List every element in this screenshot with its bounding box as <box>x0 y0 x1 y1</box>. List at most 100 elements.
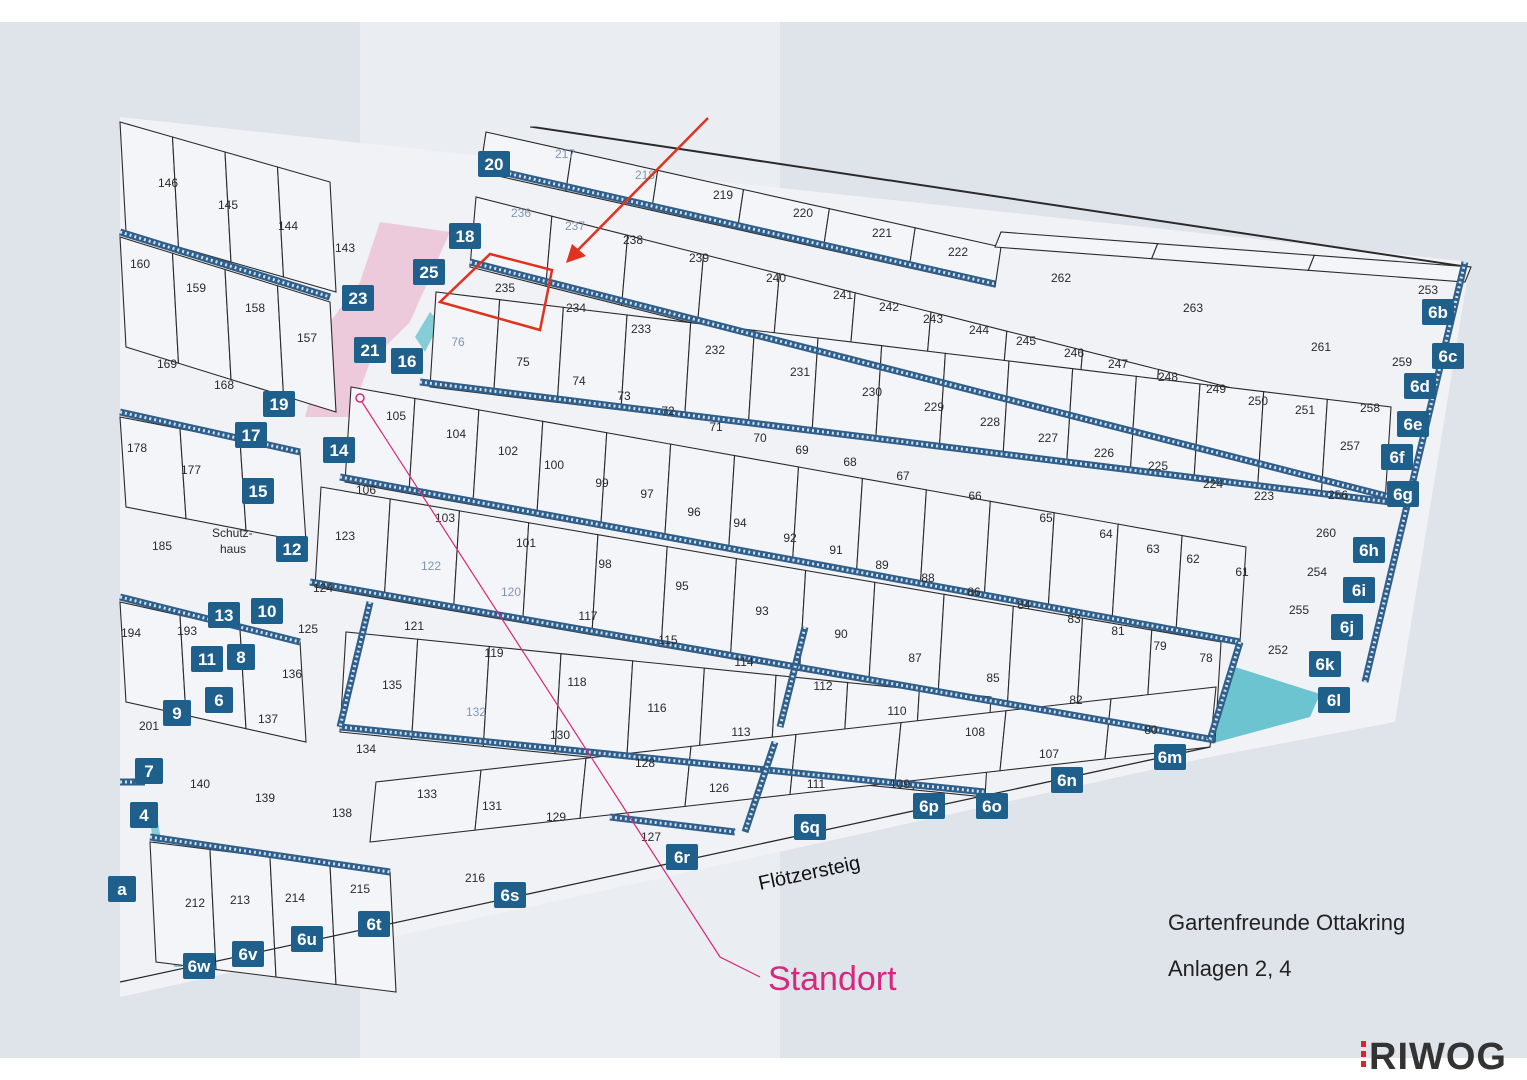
gate-label: 6t <box>366 915 381 934</box>
parcel-cell[interactable] <box>171 252 232 381</box>
gate-label: 20 <box>485 155 504 174</box>
gate-badge <box>163 700 191 726</box>
plot-number-label: 117 <box>578 609 597 623</box>
parcel-cell[interactable] <box>269 856 337 986</box>
parcel-cell[interactable] <box>1111 523 1183 632</box>
plot-number-label: 219 <box>713 188 733 202</box>
plot-number-label: 231 <box>790 365 810 379</box>
plot-number-label: 259 <box>1392 355 1412 369</box>
gate-label: 25 <box>420 263 439 282</box>
plot-number-label: 160 <box>130 257 150 271</box>
gate-label: 6q <box>800 818 820 837</box>
plot-number-label: 234 <box>566 301 586 315</box>
parcel-cell[interactable] <box>855 477 927 586</box>
plot-number-label: 178 <box>127 441 147 455</box>
path-hatch <box>1363 261 1467 683</box>
gate-badge <box>342 285 374 311</box>
gate-badge <box>1343 577 1375 603</box>
plot-number-label: 135 <box>382 678 402 692</box>
plot-number-label: 70 <box>753 431 767 445</box>
parcel-cell[interactable] <box>493 299 564 403</box>
parcel-cell[interactable] <box>554 653 634 762</box>
gate-badge <box>1404 373 1436 399</box>
parcel-cell[interactable] <box>727 454 800 563</box>
parcel-cell[interactable] <box>875 345 946 449</box>
plot-number-label: 100 <box>544 458 564 472</box>
gate-badge <box>323 437 355 463</box>
plot-number-label: 101 <box>516 536 536 550</box>
plot-number-label: 98 <box>598 557 612 571</box>
standort-leader-line <box>361 401 761 978</box>
gate-badge <box>666 844 698 870</box>
highlighted-plot-outline[interactable] <box>437 252 554 332</box>
plot-number-label: 127 <box>641 830 661 844</box>
highlight-arrow-line <box>573 117 709 255</box>
plot-number-label: 227 <box>1038 431 1058 445</box>
highlight-arrow-head <box>566 244 586 263</box>
parcel-cell[interactable] <box>474 757 587 831</box>
gate-label: 18 <box>456 227 475 246</box>
parcel-cell[interactable] <box>664 443 736 552</box>
plot-number-label: 239 <box>689 251 709 265</box>
parcel-cell[interactable] <box>276 166 337 293</box>
parcel-cell[interactable] <box>791 466 864 575</box>
plot-number-label: 220 <box>793 206 813 220</box>
parcel-cell[interactable] <box>276 284 337 413</box>
plot-number-label: 83 <box>1067 612 1081 626</box>
plot-number-label: 134 <box>356 742 376 756</box>
plot-number-label: 177 <box>181 463 201 477</box>
parcel-cell[interactable] <box>868 581 945 695</box>
parcel-cell[interactable] <box>119 236 180 365</box>
plot-number-label: 90 <box>834 627 848 641</box>
parcel-cell[interactable] <box>119 416 187 520</box>
plot-number-label: 168 <box>214 378 234 392</box>
parcel-cell[interactable] <box>1307 254 1472 283</box>
plot-number-label: 136 <box>282 667 302 681</box>
plot-number-label: 241 <box>833 288 853 302</box>
plot-number-label: 123 <box>335 529 355 543</box>
plot-number-label: 85 <box>986 671 1000 685</box>
plot-number-label: 242 <box>879 300 899 314</box>
parcel-cell[interactable] <box>369 769 482 843</box>
gate-badge <box>1318 687 1350 713</box>
parcel-cell[interactable] <box>938 352 1010 457</box>
gate-badge <box>205 687 233 713</box>
gate-badge <box>276 536 308 562</box>
parcel-cell[interactable] <box>224 151 285 278</box>
gate-label: 12 <box>283 540 302 559</box>
plot-number-label: 251 <box>1295 403 1315 417</box>
parcel-cell[interactable] <box>149 841 217 971</box>
plot-number-label: 236 <box>511 206 531 220</box>
gate-badge <box>1422 299 1454 325</box>
plot-number-label: 61 <box>1235 565 1249 579</box>
parcel-cell[interactable] <box>894 710 1007 784</box>
plot-number-label: 133 <box>417 787 437 801</box>
plot-number-label: 253 <box>1418 283 1438 297</box>
parcel-cell[interactable] <box>429 291 501 396</box>
plot-number-label: 113 <box>731 725 750 739</box>
parcel-cell[interactable] <box>411 638 490 748</box>
standort-label: Standort <box>768 960 897 998</box>
plot-number-label: 116 <box>647 701 666 715</box>
plot-number-label: 226 <box>1094 446 1114 460</box>
gate-badge <box>354 337 386 363</box>
gate-label: 6l <box>1327 691 1341 710</box>
plot-number-label: 146 <box>158 176 178 190</box>
parcel-cell[interactable] <box>224 268 285 397</box>
plot-number-label: 78 <box>1199 651 1213 665</box>
plot-number-label: 108 <box>965 725 985 739</box>
gate-label: 7 <box>144 762 153 781</box>
gate-label: 6v <box>239 945 258 964</box>
parcel-cell[interactable] <box>684 322 755 426</box>
parcel-cell[interactable] <box>937 593 1014 707</box>
parcel-cell[interactable] <box>119 601 187 717</box>
gate-label: 17 <box>242 426 261 445</box>
plot-number-label: 115 <box>658 633 677 647</box>
gate-badge <box>358 911 390 937</box>
plot-number-label: 99 <box>595 476 609 490</box>
plot-number-label: 76 <box>451 335 465 349</box>
path-band <box>419 378 1391 506</box>
gate-label: 6m <box>1158 748 1183 767</box>
path-hatch <box>149 835 391 874</box>
plot-number-label: 107 <box>1039 747 1059 761</box>
